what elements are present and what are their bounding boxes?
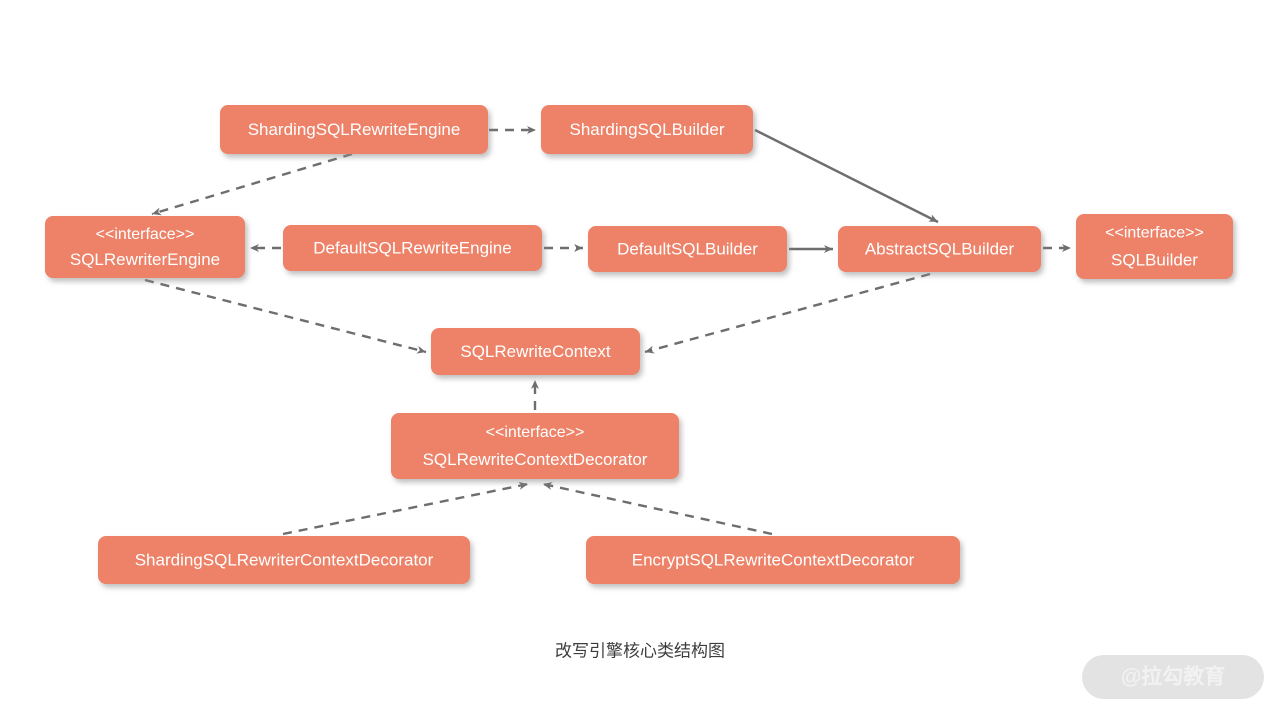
node-box-sql-rewriter-engine [45, 216, 245, 278]
node-name-encrypt-sql-rewrite-context-decorator: EncryptSQLRewriteContextDecorator [632, 550, 915, 569]
node-name-sharding-sql-rewriter-context-decorator: ShardingSQLRewriterContextDecorator [135, 550, 434, 569]
watermark: @拉勾教育 [1082, 655, 1264, 699]
edge-abstract-builder-to-context [644, 272, 931, 354]
edges-layer [144, 126, 1071, 536]
node-sharding-sql-builder[interactable]: ShardingSQLBuilder [541, 105, 753, 154]
node-sql-builder[interactable]: <<interface>> SQLBuilder [1076, 214, 1233, 279]
node-name-sql-rewrite-context-decorator: SQLRewriteContextDecorator [423, 450, 648, 469]
watermark-label: @拉勾教育 [1121, 665, 1225, 689]
node-encrypt-sql-rewrite-context-decorator[interactable]: EncryptSQLRewriteContextDecorator [586, 536, 960, 584]
node-default-sql-rewrite-engine[interactable]: DefaultSQLRewriteEngine [283, 225, 542, 271]
node-box-sql-rewrite-context [431, 328, 640, 375]
edge-sharding-engine-to-sql-rewriter-engine [151, 152, 353, 216]
node-name-sql-builder: SQLBuilder [1111, 250, 1198, 269]
node-stereotype-sql-rewriter-engine: <<interface>> [96, 226, 195, 243]
node-name-sql-rewriter-engine: SQLRewriterEngine [70, 250, 220, 269]
diagram-caption: 改写引擎核心类结构图 [555, 641, 725, 660]
node-box-sharding-sql-rewrite-engine [220, 105, 488, 154]
node-name-default-sql-builder: DefaultSQLBuilder [617, 239, 758, 258]
node-stereotype-sql-rewrite-context-decorator: <<interface>> [486, 424, 585, 441]
node-name-sharding-sql-builder: ShardingSQLBuilder [570, 120, 725, 139]
node-name-abstract-sql-builder: AbstractSQLBuilder [865, 239, 1015, 258]
node-box-sql-builder [1076, 214, 1233, 279]
node-abstract-sql-builder[interactable]: AbstractSQLBuilder [838, 226, 1041, 272]
node-box-sql-rewrite-context-decorator [391, 413, 679, 479]
edge-sharding-decorator-to-decorator [282, 481, 529, 536]
node-box-sharding-sql-rewriter-context-decorator [98, 536, 470, 584]
node-name-sql-rewrite-context: SQLRewriteContext [460, 342, 611, 361]
edge-sharding-builder-to-abstract-sql-builder [754, 128, 939, 224]
node-box-default-sql-builder [588, 226, 787, 272]
node-sharding-sql-rewriter-context-decorator[interactable]: ShardingSQLRewriterContextDecorator [98, 536, 470, 584]
watermark-pill [1082, 655, 1264, 699]
node-name-sharding-sql-rewrite-engine: ShardingSQLRewriteEngine [248, 120, 461, 139]
node-name-default-sql-rewrite-engine: DefaultSQLRewriteEngine [313, 238, 511, 257]
node-sql-rewrite-context-decorator[interactable]: <<interface>> SQLRewriteContextDecorator [391, 413, 679, 479]
nodes-layer: ShardingSQLRewriteEngine ShardingSQLBuild… [45, 105, 1233, 584]
node-stereotype-sql-builder: <<interface>> [1105, 225, 1204, 242]
node-sharding-sql-rewrite-engine[interactable]: ShardingSQLRewriteEngine [220, 105, 488, 154]
node-sql-rewrite-context[interactable]: SQLRewriteContext [431, 328, 640, 375]
node-sql-rewriter-engine[interactable]: <<interface>> SQLRewriterEngine [45, 216, 245, 278]
node-box-encrypt-sql-rewrite-context-decorator [586, 536, 960, 584]
node-default-sql-builder[interactable]: DefaultSQLBuilder [588, 226, 787, 272]
edge-encrypt-decorator-to-decorator [542, 482, 773, 536]
node-box-sharding-sql-builder [541, 105, 753, 154]
node-box-abstract-sql-builder [838, 226, 1041, 272]
edge-sql-rewriter-engine-to-context [144, 278, 427, 354]
node-box-default-sql-rewrite-engine [283, 225, 542, 271]
